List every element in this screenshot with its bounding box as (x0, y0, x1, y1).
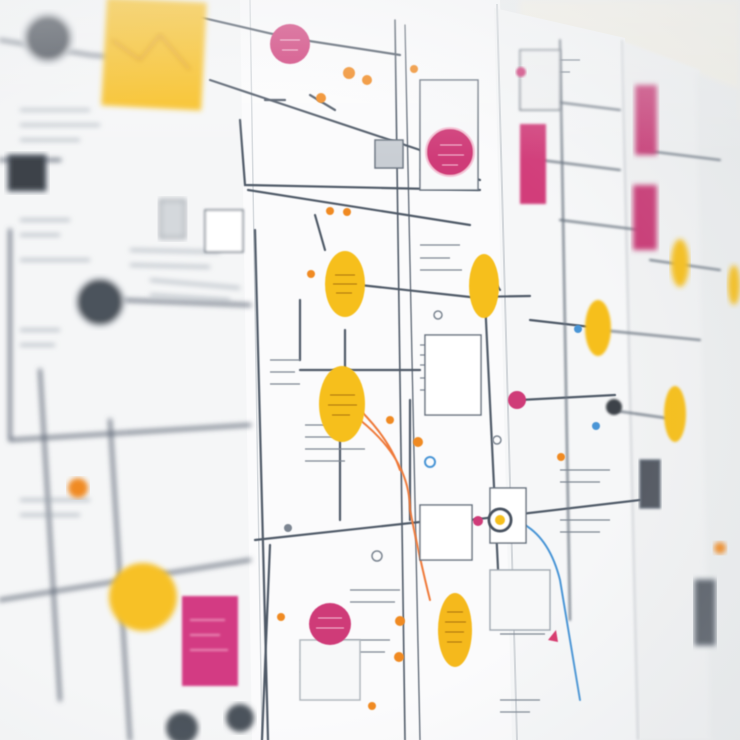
accent-markers (284, 310, 600, 642)
yellow-node (728, 265, 740, 305)
dark-node (226, 704, 254, 732)
yellow-node (109, 563, 177, 631)
yellow-node (438, 593, 472, 667)
process-box (299, 639, 361, 701)
process-box (694, 579, 716, 646)
yellow-node (671, 239, 689, 287)
dark-node (606, 399, 622, 415)
paper-sheet-left (0, 0, 262, 740)
process-box (424, 334, 482, 416)
process-box (204, 209, 244, 253)
dark-node (166, 712, 198, 740)
yellow-node (664, 386, 686, 442)
paper-sheet-edge (696, 72, 740, 740)
yellow-node (585, 300, 611, 356)
magenta-node (309, 603, 351, 645)
node-scribbles (328, 274, 466, 643)
yellow-node (319, 366, 365, 442)
process-box (159, 199, 186, 239)
blurred-notes-left (20, 109, 241, 516)
magenta-node (508, 391, 526, 409)
process-box (7, 154, 47, 192)
pink-sticky-note (182, 596, 238, 686)
dark-node (74, 276, 126, 328)
process-box (489, 569, 551, 631)
yellow-node (469, 254, 499, 318)
process-box (639, 459, 661, 509)
process-box (419, 504, 473, 561)
pink-sticky-note (633, 185, 657, 250)
